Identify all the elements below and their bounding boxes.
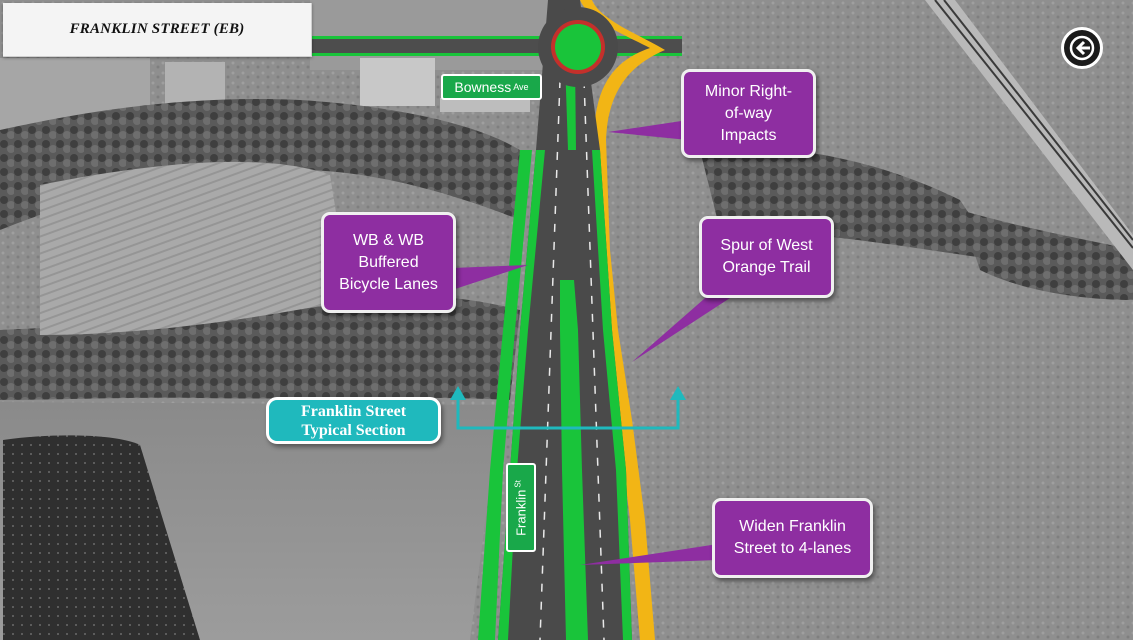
- franklin-st-sign: FranklinSt: [506, 463, 536, 552]
- pointer-bike-lanes: [452, 265, 528, 290]
- title-banner: FRANKLIN STREET (EB): [3, 3, 312, 57]
- building: [165, 62, 225, 104]
- pointer-right-of-way: [608, 120, 688, 140]
- mowed-field: [40, 161, 350, 335]
- building: [440, 98, 530, 112]
- bike-lane-east: [592, 150, 632, 640]
- pointer-trail: [632, 292, 730, 362]
- cross-street: [312, 38, 682, 54]
- roundabout-island: [555, 24, 601, 70]
- page-title: FRANKLIN STREET (EB): [69, 21, 245, 37]
- back-arrow-icon: [1069, 35, 1095, 61]
- median: [560, 280, 588, 640]
- bowness-name: Bowness: [454, 79, 512, 95]
- retention-pond: [3, 435, 200, 640]
- rail-track: [943, 0, 1133, 241]
- callout-widen-street: Widen Franklin Street to 4-lanes: [712, 498, 873, 578]
- lane-stripe: [539, 79, 561, 640]
- callout-west-orange-trail: Spur of West Orange Trail: [699, 216, 834, 298]
- lane-stripe: [583, 79, 605, 640]
- pointer-widen: [580, 544, 718, 565]
- outer-green-buffer: [478, 150, 532, 640]
- franklin-name: Franklin: [513, 489, 529, 536]
- typical-section-line2: Typical Section: [301, 421, 406, 439]
- cross-street-bike-lane: [312, 53, 682, 56]
- typical-section-line: [456, 398, 680, 430]
- tree-cover: [0, 295, 520, 400]
- callout-bicycle-lanes: WB & WB Buffered Bicycle Lanes: [321, 212, 456, 313]
- typical-section-line1: Franklin Street: [300, 402, 407, 420]
- rail-corridor: [925, 0, 1133, 270]
- tree-cover: [960, 210, 1133, 300]
- back-button[interactable]: [1061, 27, 1103, 69]
- bowness-suffix: Ave: [513, 82, 529, 92]
- typical-section-button[interactable]: Franklin Street Typical Section: [266, 397, 441, 444]
- franklin-suffix: St: [513, 479, 523, 488]
- trail-path: [580, 0, 665, 640]
- section-arrow-right: [670, 386, 686, 400]
- tree-cover: [700, 147, 1000, 260]
- cross-street-bike-lane: [312, 36, 682, 39]
- building: [360, 58, 435, 106]
- callout-right-of-way: Minor Right- of-way Impacts: [681, 69, 816, 158]
- section-arrow-left: [450, 386, 466, 400]
- rail-track: [934, 0, 1133, 249]
